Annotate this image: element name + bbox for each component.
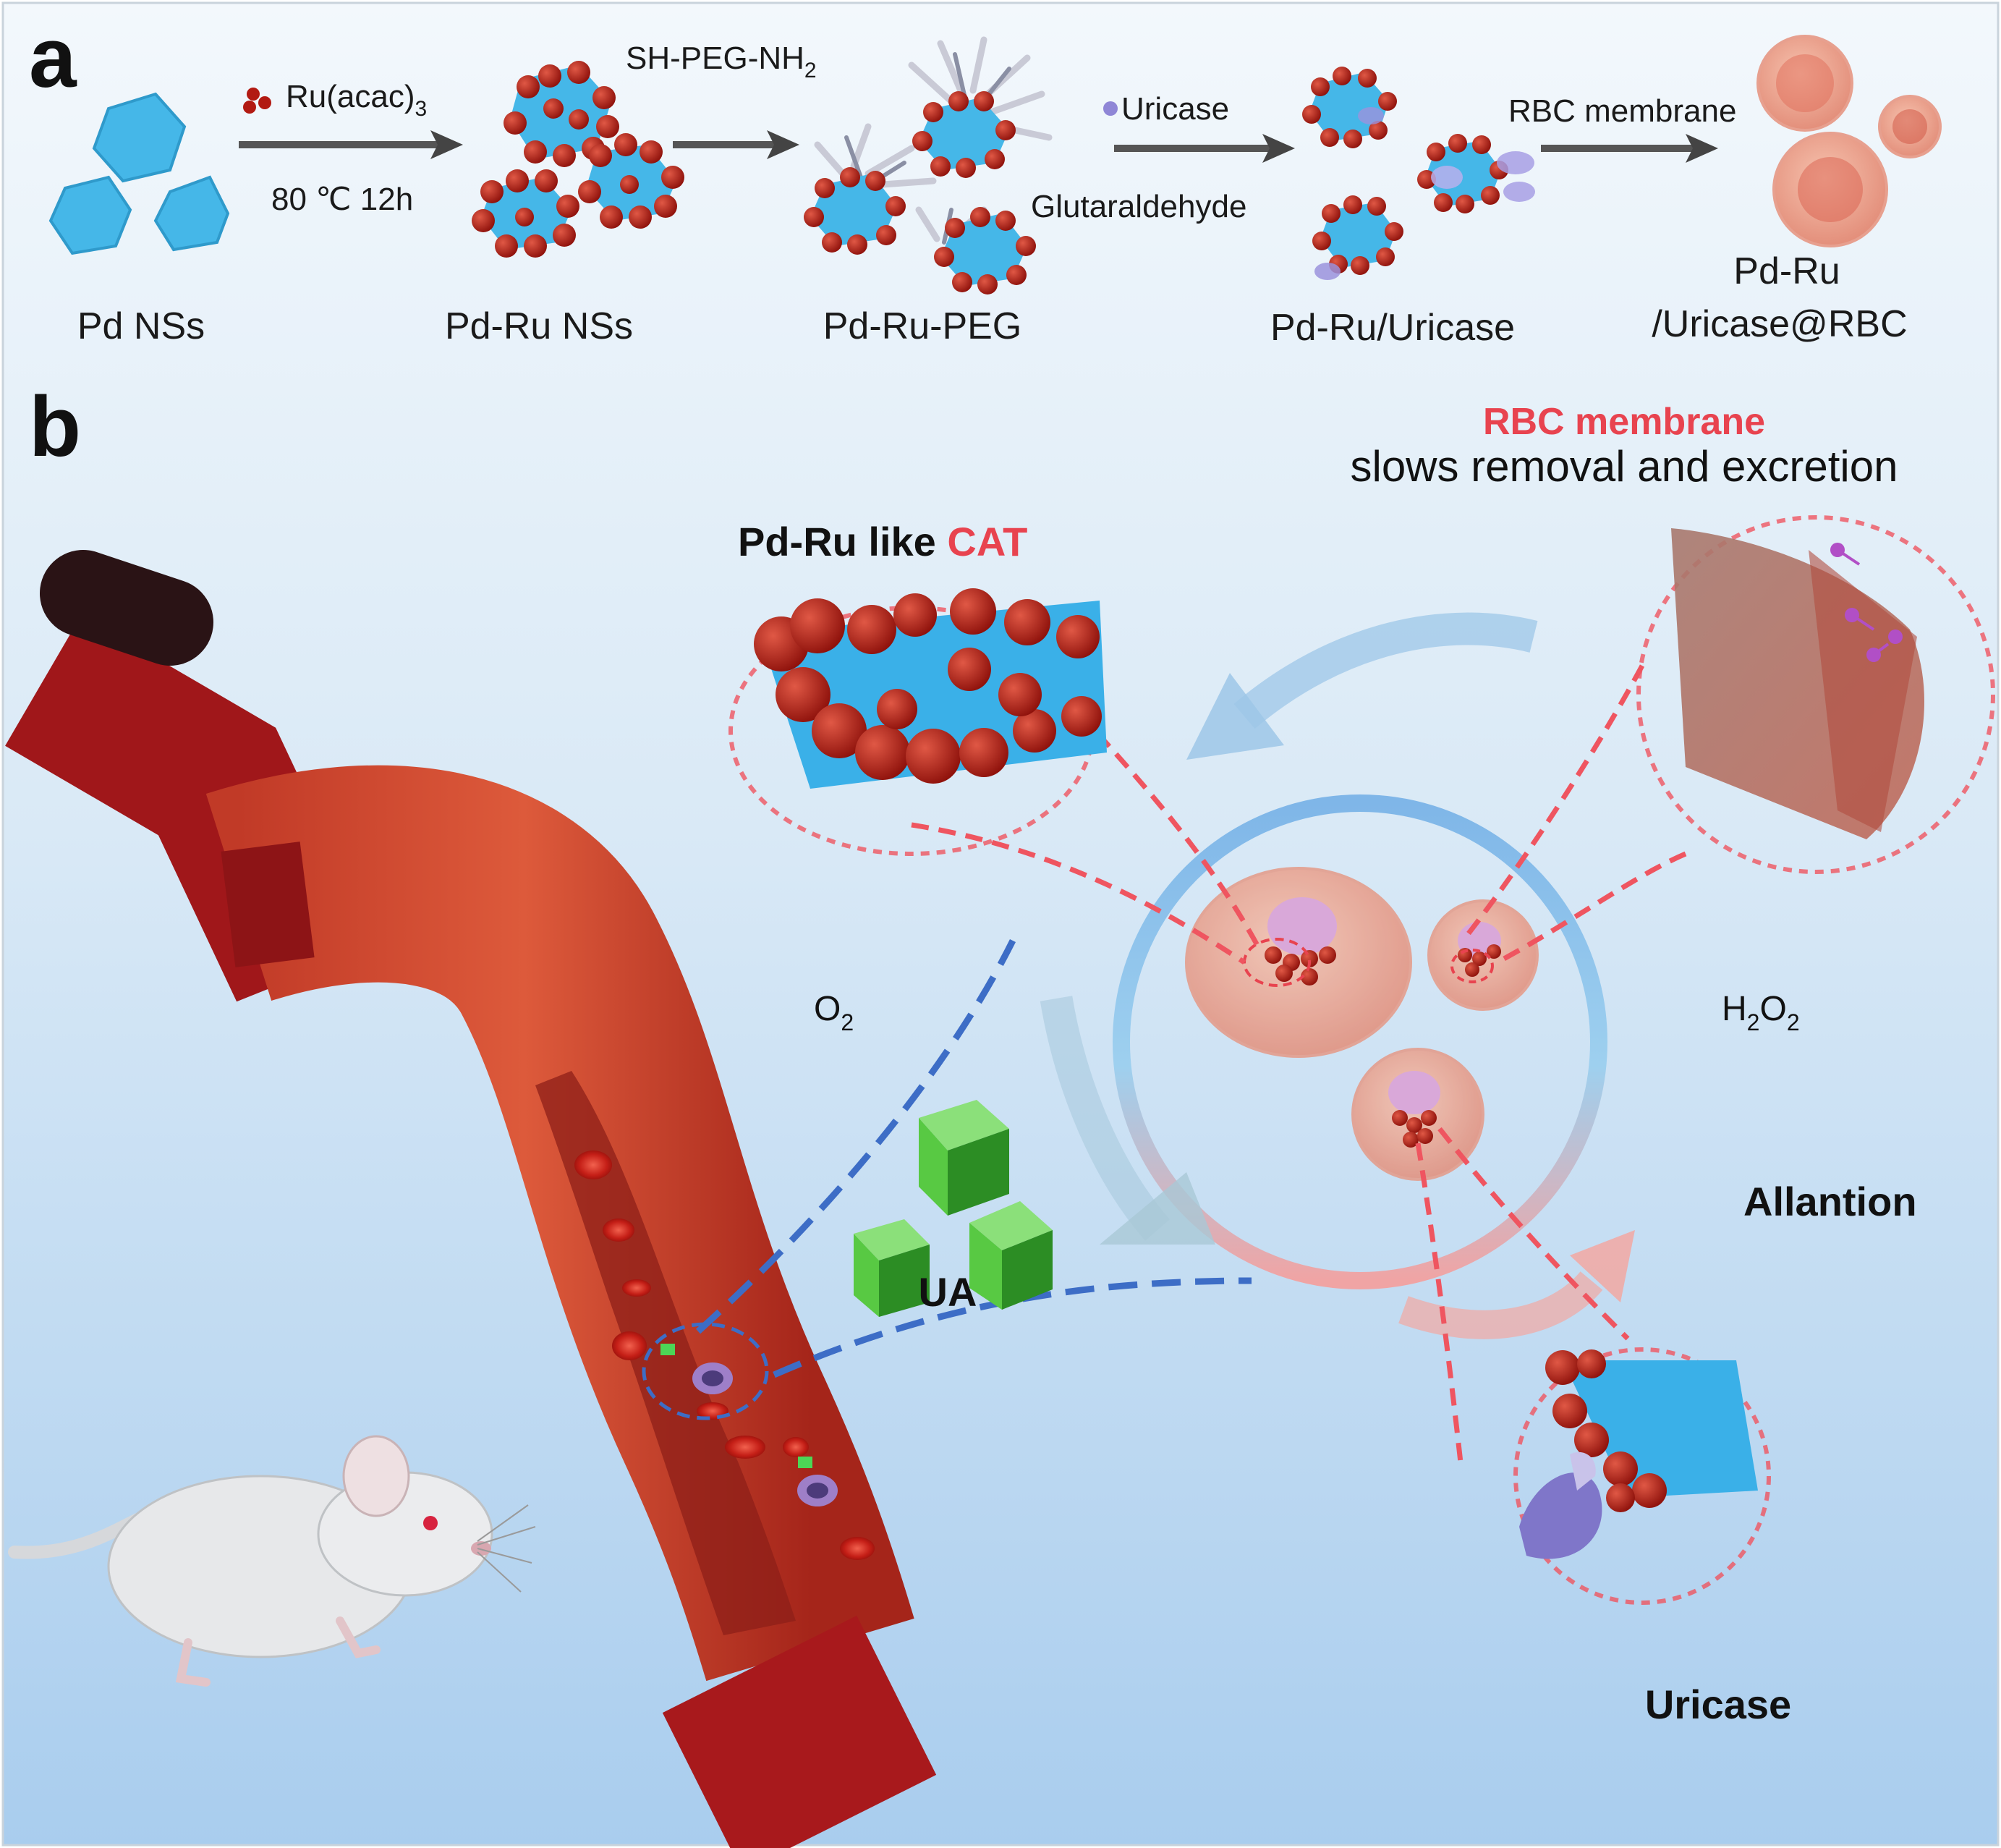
arrow-3-sublabel: Glutaraldehyde xyxy=(1031,189,1246,224)
uricase-zoom-dashed-line-1 xyxy=(1415,1143,1464,1470)
membrane-zoom-circle xyxy=(1636,515,1995,874)
pd-ru-like-cat-label: Pd-Ru like CAT xyxy=(738,519,1027,564)
bottom-curved-arrow-head xyxy=(1570,1230,1635,1302)
bottom-curved-arrow xyxy=(1398,1271,1603,1339)
cat-zoom-circle xyxy=(728,588,1107,856)
pd-ru-uricase-rbc-icon xyxy=(1756,35,1942,247)
step-pd-ru-nss: Pd-Ru NSs xyxy=(445,305,633,347)
uric-acid-cubes xyxy=(854,1100,1053,1317)
nanoparticle-ring xyxy=(1113,794,1607,1289)
pd-ru-uricase-icon xyxy=(1302,67,1535,280)
uricase-dot-icon xyxy=(1103,101,1118,116)
uricase-label: Uricase xyxy=(1645,1682,1791,1727)
middle-curved-arrow xyxy=(1040,996,1171,1241)
vessel-zoom-circle xyxy=(642,1322,769,1420)
pd-ru-peg-icon xyxy=(804,36,1053,294)
rbc-membrane-title: RBC membrane xyxy=(1483,401,1765,443)
top-curved-arrow-head xyxy=(1186,673,1284,760)
arrow-1-label: Ru(acac)3 xyxy=(286,79,427,121)
ua-label: UA xyxy=(919,1269,977,1315)
arrow-4-label: RBC membrane xyxy=(1508,93,1736,129)
pd-ru-nanosheets-icon xyxy=(472,61,684,258)
oxygen-dashed-line xyxy=(695,938,1016,1334)
panel-a-label: a xyxy=(29,10,77,106)
panel-b-label: b xyxy=(29,379,81,475)
oxygen-label: O2 xyxy=(814,990,854,1035)
allantion-label: Allantion xyxy=(1743,1179,1917,1224)
arrow-2 xyxy=(673,130,799,159)
rbc-membrane-subtitle: slows removal and excretion xyxy=(1350,442,1898,491)
step-pd-ru-peg: Pd-Ru-PEG xyxy=(823,305,1022,347)
top-curved-arrow xyxy=(1233,612,1538,729)
arrow-3 xyxy=(1114,134,1295,163)
step-pd-ru-uricase: Pd-Ru/Uricase xyxy=(1270,307,1515,349)
step-pd-ru-uricase-rbc-line2: /Uricase@RBC xyxy=(1652,303,1907,345)
uricase-zoom-circle xyxy=(1513,1347,1771,1605)
blood-vessel xyxy=(5,550,937,1848)
pd-nanosheets-icon xyxy=(48,92,230,255)
arrow-2-label: SH-PEG-NH2 xyxy=(626,41,817,82)
uricase-zoom-dashed-line-2 xyxy=(1437,1127,1630,1341)
hydrogen-peroxide-label: H2O2 xyxy=(1722,990,1800,1035)
membrane-zoom-dashed-line-2 xyxy=(1496,851,1687,965)
ruacac-dots-icon xyxy=(243,88,271,114)
cat-zoom-dashed-line-2 xyxy=(911,822,1246,965)
step-pd-nss: Pd NSs xyxy=(77,305,205,347)
arrow-3-label: Uricase xyxy=(1121,91,1229,127)
membrane-zoom-dashed-line-1 xyxy=(1466,664,1645,936)
arrow-1-condition: 80 ℃ 12h xyxy=(271,182,413,217)
arrow-4 xyxy=(1541,134,1718,163)
middle-curved-arrow-head xyxy=(1100,1172,1215,1245)
arrow-1 xyxy=(239,130,463,159)
step-pd-ru-uricase-rbc-line1: Pd-Ru xyxy=(1733,250,1840,292)
mouse-illustration xyxy=(8,1435,536,1687)
